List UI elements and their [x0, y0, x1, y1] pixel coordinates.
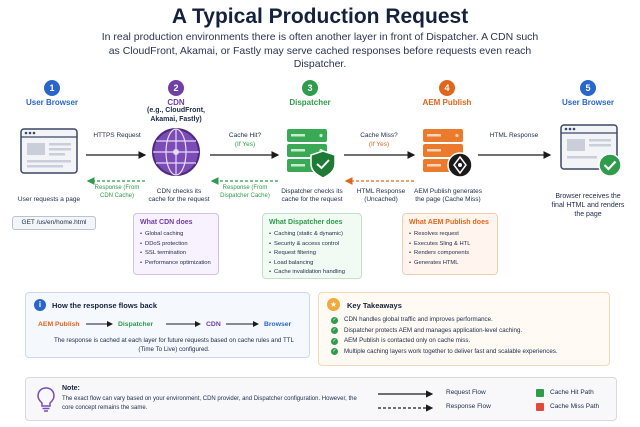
legend-request-flow: Request Flow	[446, 389, 486, 396]
stage-2-label: CDN	[167, 98, 185, 107]
page-title: A Typical Production Request	[171, 5, 469, 28]
https-request-label: HTTPS Request	[93, 132, 141, 139]
takeaway-item: ✓ Dispatcher protects AEM and manages app…	[331, 326, 606, 337]
aem-card-item: Executes Sling & HTL	[409, 240, 497, 250]
dispatcher-card-title: What Dispatcher does	[269, 219, 343, 226]
request-flow-arrows	[86, 151, 552, 185]
response-cdn-cache-label: Response (From CDN Cache)	[94, 185, 140, 199]
aem-server-icon	[423, 129, 473, 178]
legend-green-swatch	[536, 389, 544, 397]
takeaway-text: AEM Publish is contacted only on cache m…	[344, 337, 471, 344]
dispatcher-card-item: Cache invalidation handling	[269, 268, 361, 278]
cdn-card-item: DDoS protection	[140, 240, 218, 250]
html-uncached-label: HTML Response (Uncached)	[356, 188, 406, 203]
dispatcher-server-icon	[287, 129, 336, 179]
response-dispatcher-cache-label: Response (From Dispatcher Cache)	[220, 185, 270, 199]
dispatcher-card-item: Request filtering	[269, 249, 361, 259]
dispatcher-card: What Dispatcher does Caching (static & d…	[262, 213, 362, 279]
check-icon: ✓	[331, 316, 338, 324]
takeaways-list: ✓ CDN handles global traffic and improves…	[331, 315, 606, 357]
stage-5-caption: Browser receives the final HTML and rend…	[551, 193, 625, 218]
stage-4-caption: AEM Publish generates the page (Cache Mi…	[414, 188, 482, 203]
cdn-globe-icon	[152, 128, 200, 176]
cache-hit-yes-label: (If Yes)	[234, 141, 256, 148]
response-flow-description: The response is cached at each layer for…	[54, 337, 294, 353]
aem-card-title: What AEM Publish does	[409, 219, 489, 226]
flowback-node-cdn: CDN	[206, 321, 221, 328]
dispatcher-card-item: Caching (static & dynamic)	[269, 230, 361, 240]
html-response-label: HTML Response	[489, 132, 539, 139]
request-path-pill: GET /us/en/home.html	[12, 216, 96, 230]
stage-1-label: User Browser	[25, 98, 79, 107]
page-subtitle: In real production environments there is…	[101, 31, 539, 70]
browser-window-icon	[20, 128, 78, 174]
cache-miss-label: Cache Miss?	[360, 132, 398, 139]
legend-response-flow: Response Flow	[446, 403, 491, 410]
aem-card: What AEM Publish does Resolves request E…	[402, 213, 498, 275]
star-icon: ★	[327, 298, 340, 311]
takeaway-text: Dispatcher protects AEM and manages appl…	[344, 326, 523, 334]
takeaway-item: ✓ AEM Publish is contacted only on cache …	[331, 336, 606, 347]
stage-1-caption: User requests a page	[17, 196, 81, 203]
info-icon: i	[34, 299, 46, 311]
stage-2-number: 2	[168, 80, 184, 96]
note-panel: Note: The exact flow can vary based on y…	[25, 377, 617, 421]
key-takeaways-panel: ★ Key Takeaways ✓ CDN handles global traf…	[318, 292, 610, 366]
aem-card-item: Generates HTML	[409, 259, 497, 269]
stage-4-number: 4	[439, 80, 455, 96]
stage-2-sublabel: (e.g., CloudFront, Akamai, Fastly)	[147, 107, 205, 123]
note-text: The exact flow can vary based on your en…	[62, 396, 357, 411]
stage-3-caption: Dispatcher checks its cache for the requ…	[281, 188, 343, 203]
stage-2-caption: CDN checks its cache for the request	[148, 188, 210, 203]
dispatcher-card-item: Load balancing	[269, 259, 361, 269]
cdn-card-item: Global caching	[140, 230, 218, 240]
response-flow-panel: i How the response flows back AEM Publis…	[25, 292, 310, 358]
cdn-card-item: Performance optimization	[140, 259, 218, 269]
check-icon: ✓	[331, 327, 338, 335]
cdn-card-item: SSL termination	[140, 249, 218, 259]
browser-success-icon	[560, 124, 622, 177]
cdn-card: What CDN does Global caching DDoS protec…	[133, 213, 219, 275]
legend-line-samples	[378, 390, 434, 412]
note-title: Note:	[62, 385, 80, 392]
stage-3-number: 3	[302, 80, 318, 96]
legend-cache-hit: Cache Hit Path	[550, 389, 594, 396]
cache-miss-yes-label: (If Yes)	[368, 141, 390, 148]
flowback-node-dispatcher: Dispatcher	[118, 321, 154, 328]
aem-card-item: Resolves request	[409, 230, 497, 240]
lightbulb-icon	[37, 387, 55, 412]
flowback-arrows	[86, 321, 259, 327]
takeaway-text: Multiple caching layers work together to…	[344, 347, 558, 355]
legend-cache-miss: Cache Miss Path	[550, 403, 600, 410]
takeaway-item: ✓ Multiple caching layers work together t…	[331, 347, 606, 358]
check-icon: ✓	[331, 337, 338, 345]
stage-1-number: 1	[44, 80, 60, 96]
stage-3-label: Dispatcher	[289, 98, 331, 107]
check-icon: ✓	[331, 348, 338, 356]
key-takeaways-title: Key Takeaways	[347, 301, 402, 310]
takeaway-text: CDN handles global traffic and improves …	[344, 316, 493, 323]
flowback-node-aem: AEM Publish	[38, 321, 80, 328]
flowback-node-browser: Browser	[264, 321, 292, 328]
dispatcher-card-item: Security & access control	[269, 240, 361, 250]
aem-card-item: Renders components	[409, 249, 497, 259]
stage-5-number: 5	[580, 80, 596, 96]
cdn-card-title: What CDN does	[140, 219, 193, 226]
stage-5-label: User Browser	[561, 98, 615, 107]
response-flow-title: How the response flows back	[52, 301, 158, 310]
legend-red-swatch	[536, 403, 544, 411]
takeaway-item: ✓ CDN handles global traffic and improves…	[331, 315, 606, 326]
stage-4-label: AEM Publish	[422, 98, 472, 107]
cache-hit-label: Cache Hit?	[228, 132, 262, 139]
